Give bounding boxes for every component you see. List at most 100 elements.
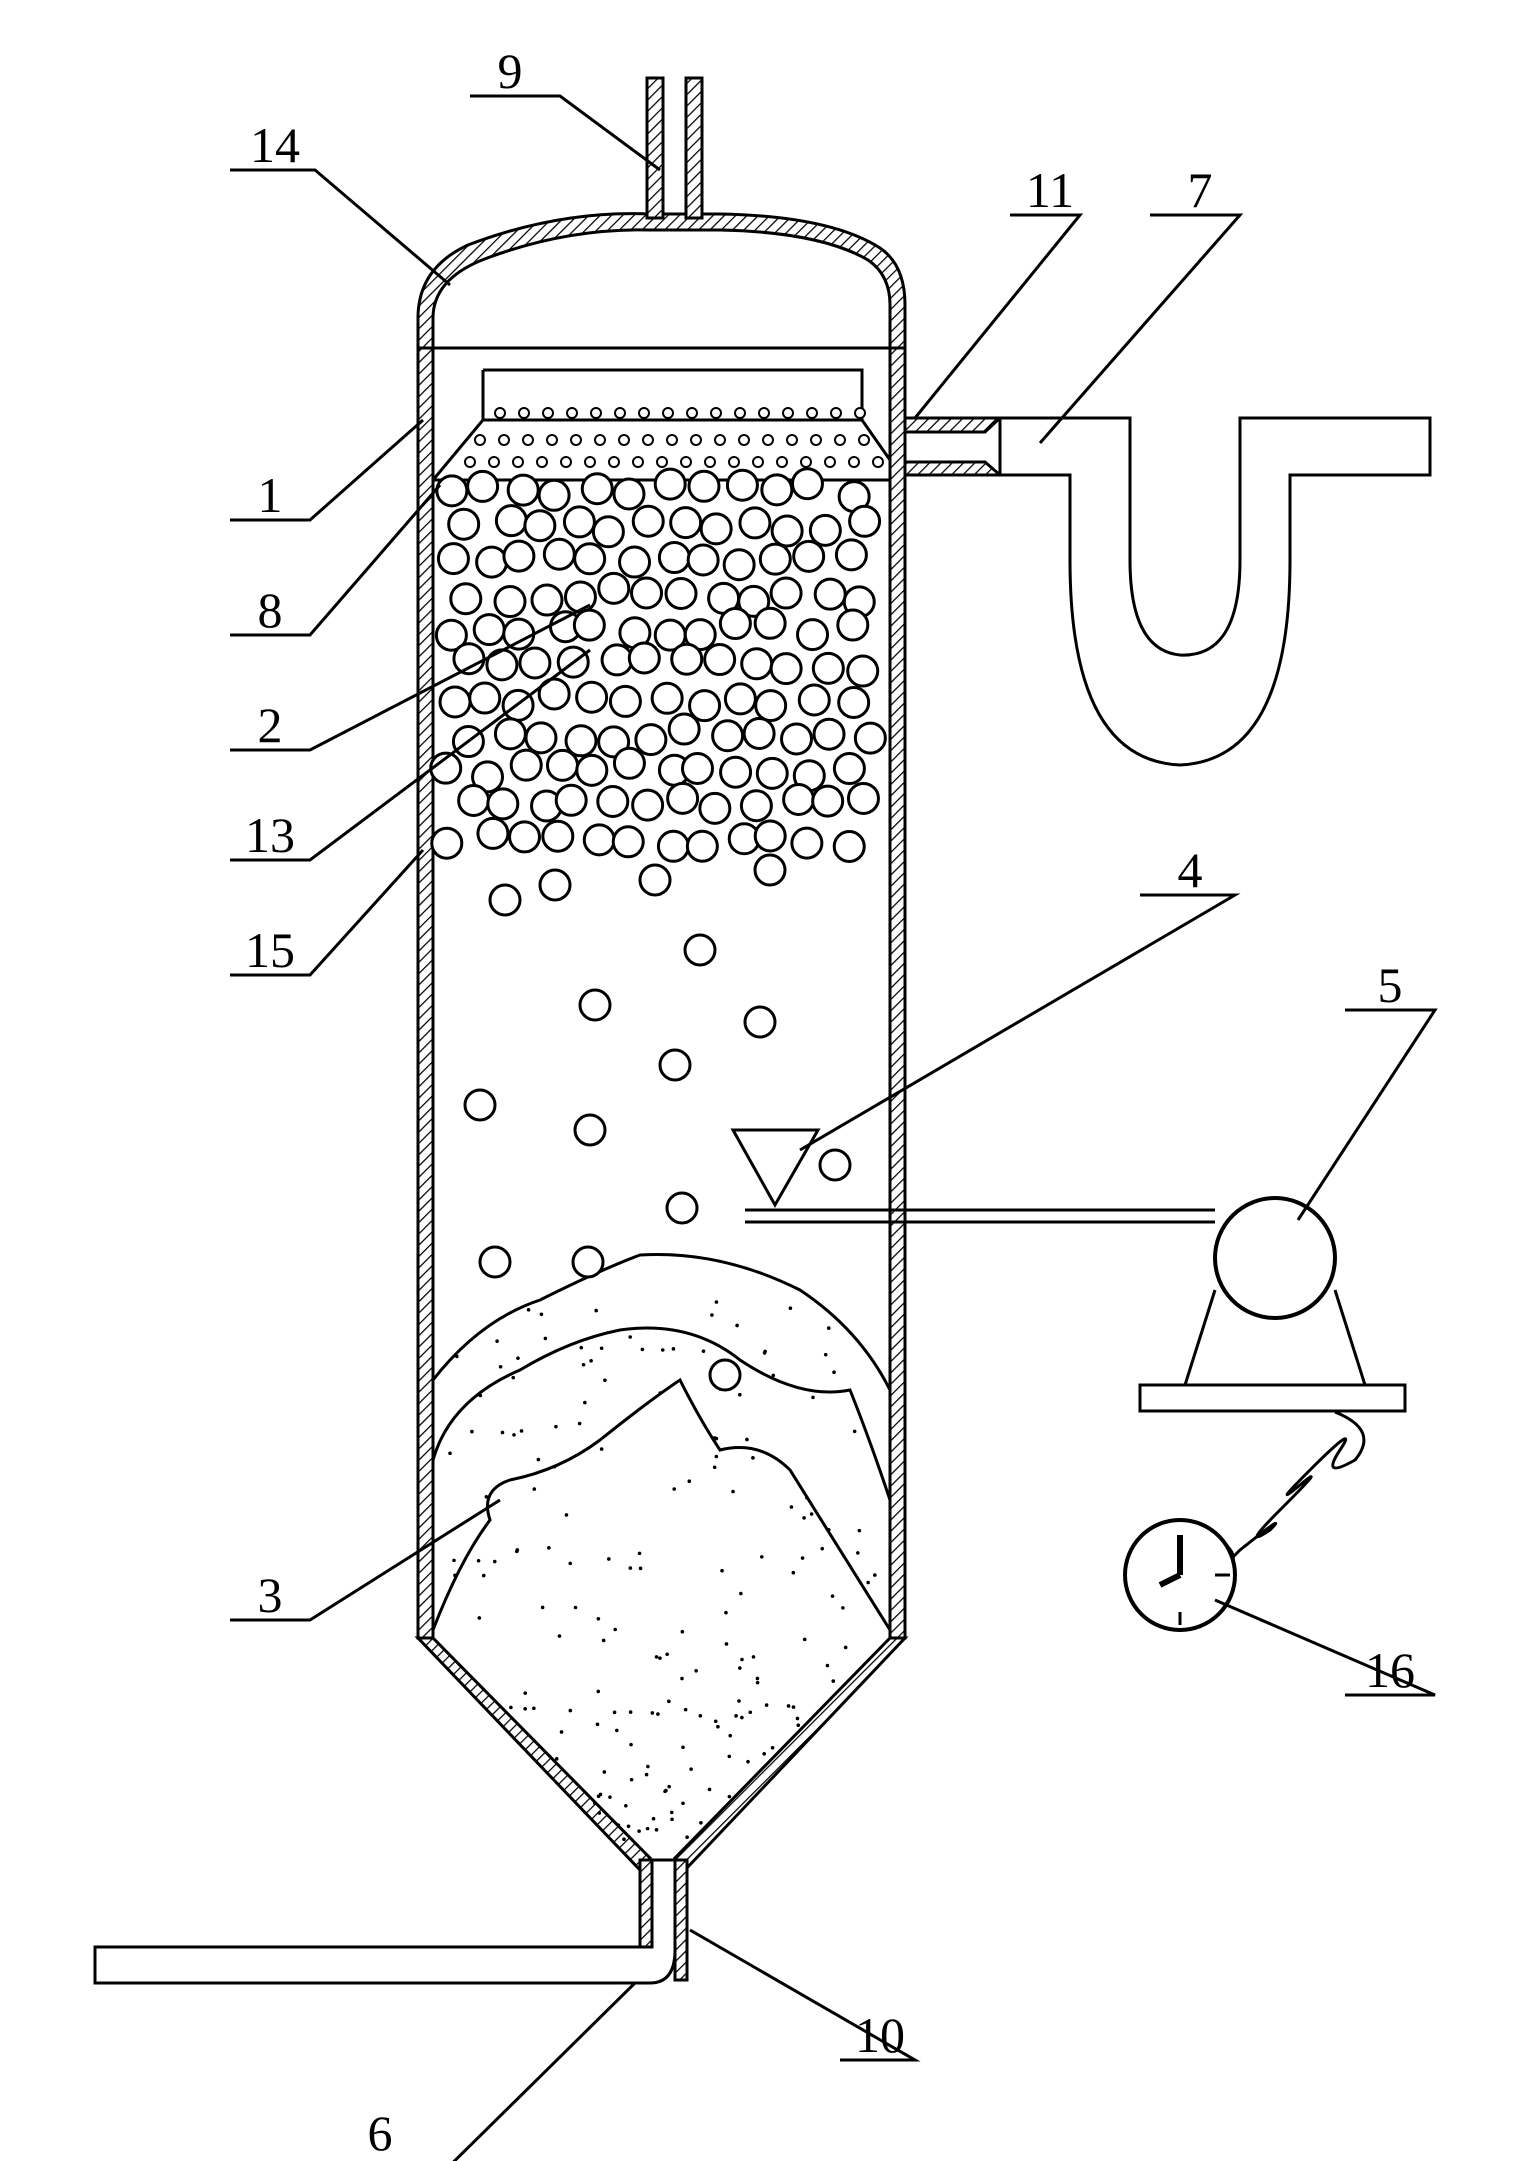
sludge-particle: [734, 1714, 738, 1718]
perforation-hole: [608, 456, 620, 468]
sludge-particle: [581, 1362, 586, 1367]
sludge-particle: [755, 1676, 760, 1681]
sludge-particle: [755, 1680, 760, 1685]
packing-ball: [686, 543, 720, 577]
sludge-particle: [716, 1724, 720, 1729]
label-16: 16: [1365, 1642, 1415, 1698]
perforation-hole: [800, 456, 812, 468]
perforation-hole: [834, 434, 846, 446]
packing-ball: [737, 584, 771, 618]
packing-ball: [611, 825, 645, 859]
packing-ball: [502, 617, 536, 651]
packing-ball: [538, 868, 572, 902]
sludge-particle: [762, 1751, 766, 1756]
sludge-particle: [579, 1345, 584, 1350]
packing-ball: [818, 1148, 852, 1182]
perforation-hole: [518, 407, 530, 419]
packing-ball: [811, 651, 845, 685]
sludge-particle: [680, 1676, 684, 1681]
sludge-particle: [651, 1816, 656, 1821]
sludge-particle: [789, 1505, 794, 1509]
label-9: 9: [498, 43, 523, 99]
packing-ball: [811, 784, 845, 818]
packing-ball: [832, 752, 866, 786]
label-8: 8: [258, 582, 283, 638]
sludge-particle: [802, 1637, 807, 1642]
sludge-particle: [478, 1393, 483, 1398]
packing-ball: [631, 788, 665, 822]
perforation-hole: [566, 407, 578, 419]
sludge-particle: [596, 1616, 601, 1621]
sludge-particle: [612, 1710, 617, 1715]
label-1: 1: [258, 467, 283, 523]
sludge-particle: [500, 1430, 505, 1435]
packing-ball: [834, 538, 868, 572]
sludge-particle: [796, 1723, 801, 1728]
packing-ball: [780, 722, 814, 756]
perforation-hole: [464, 456, 476, 468]
sludge-particle: [616, 1823, 621, 1827]
sludge-particle: [832, 1370, 836, 1375]
sludge-particle: [515, 1549, 519, 1554]
sludge-particle: [638, 1566, 643, 1571]
sludge-particle: [800, 1556, 805, 1560]
packing-ball: [508, 820, 542, 854]
packing-ball: [631, 504, 665, 538]
callout-labels: 9 14 11 7 1 8 2 13 15 4 5 3 16 10 6: [245, 43, 1415, 2161]
packing-ball: [476, 816, 510, 850]
perforation-hole: [738, 434, 750, 446]
sludge-particle: [453, 1573, 457, 1578]
sludge-particle: [654, 1827, 659, 1832]
sludge-particle: [658, 1656, 662, 1660]
packing-ball: [486, 787, 520, 821]
packing-ball: [722, 548, 756, 582]
packing-ball: [667, 712, 701, 746]
packing-ball: [493, 717, 527, 751]
label-3: 3: [258, 1567, 283, 1623]
packing-ball: [438, 685, 472, 719]
label-7: 7: [1188, 162, 1213, 218]
label-11: 11: [1026, 162, 1074, 218]
perforation-hole: [872, 456, 884, 468]
sludge-particle: [583, 1400, 587, 1405]
packing-ball: [627, 641, 661, 675]
packing-ball: [509, 748, 543, 782]
packing-ball: [739, 789, 773, 823]
sludge-particle: [670, 1817, 674, 1822]
packing-ball: [650, 681, 684, 715]
packing-ball: [656, 829, 690, 863]
perforation-hole: [824, 456, 836, 468]
packing-ball: [541, 819, 575, 853]
vessel-conical-bottom: [414, 1636, 909, 1873]
sludge-particle: [664, 1788, 668, 1793]
packing-ball: [580, 472, 614, 506]
sludge-particle: [689, 1767, 693, 1771]
perforation-hole: [498, 434, 510, 446]
packing-ball: [571, 1245, 605, 1279]
sludge-bed: [431, 1252, 892, 1631]
sludge-particle: [595, 1722, 600, 1727]
label-2: 2: [258, 697, 283, 753]
packing-ball: [657, 541, 691, 575]
sludge-particle: [805, 1495, 809, 1500]
sludge-particle: [629, 1742, 633, 1747]
packing-ball: [575, 680, 609, 714]
sludge-particle: [830, 1594, 835, 1598]
sludge-particle: [526, 1308, 531, 1312]
sludge-particle: [470, 1429, 474, 1434]
packing-ball: [853, 721, 887, 755]
perforation-hole: [762, 434, 774, 446]
sludge-particle: [791, 1705, 796, 1709]
sludge-particle: [751, 1456, 755, 1460]
packing-ball: [796, 618, 830, 652]
sludge-particle: [873, 1573, 877, 1577]
perforation-hole: [776, 456, 788, 468]
perforation-hole: [618, 434, 630, 446]
perforation-hole: [474, 434, 486, 446]
packing-ball: [634, 723, 668, 757]
sludge-particle: [714, 1436, 719, 1441]
sludge-particle: [727, 1794, 732, 1799]
packing-ball: [493, 585, 527, 619]
sludge-particle: [554, 1757, 559, 1761]
packing-ball: [753, 819, 787, 853]
